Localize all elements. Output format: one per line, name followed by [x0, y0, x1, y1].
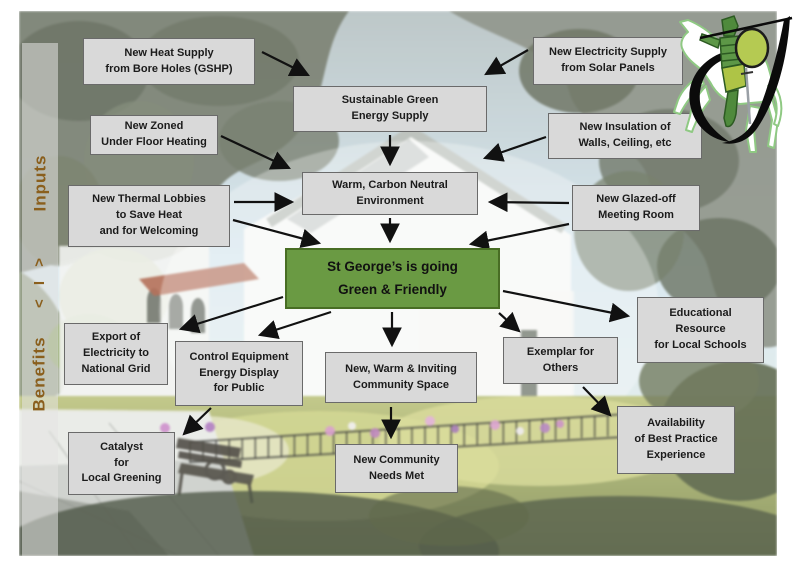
box-line: from Solar Panels — [561, 62, 655, 74]
box-export-electricity: Export of Electricity to National Grid — [64, 323, 168, 385]
box-line: Control Equipment — [189, 350, 289, 363]
box-line: for — [114, 456, 129, 469]
sidebar-axis-symbols: < I > — [22, 235, 58, 325]
box-line: St George’s is going — [327, 259, 458, 275]
box-community-needs-met: New Community Needs Met — [335, 444, 458, 493]
box-new-heat-supply: New Heat Supply from Bore Holes (GSHP) — [83, 38, 255, 85]
box-sustainable-green-energy: Sustainable Green Energy Supply — [293, 86, 487, 132]
box-line: Electricity to — [82, 347, 150, 360]
box-new-electricity-supply: New Electricity Supply from Solar Panels — [533, 37, 683, 85]
box-line: New Glazed-off — [596, 193, 676, 206]
box-new-zoned-heating: New Zoned Under Floor Heating — [90, 115, 218, 155]
box-line: Energy Display — [199, 366, 279, 379]
box-line: Walls, Ceiling, etc — [578, 137, 672, 149]
box-line: Availability — [647, 417, 705, 430]
sidebar-strip — [22, 43, 58, 556]
box-line: New Heat Supply — [124, 46, 214, 59]
axis-symbols-text: < I > — [31, 252, 49, 308]
box-central-st-georges: St George’s is going Green & Friendly — [285, 248, 500, 309]
iron-fence — [189, 411, 661, 463]
box-line: Others — [542, 361, 579, 374]
box-line: New Electricity Supply — [549, 46, 667, 59]
box-warm-carbon-neutral: Warm, Carbon Neutral Environment — [302, 172, 478, 215]
box-control-equipment-display: Control Equipment Energy Display for Pub… — [175, 341, 303, 406]
box-line: New Insulation of — [579, 121, 671, 134]
box-exemplar-for-others: Exemplar for Others — [503, 337, 618, 384]
box-line: Warm, Carbon Neutral — [332, 178, 448, 191]
box-line: Local Greening — [81, 472, 162, 485]
box-line: New Zoned — [124, 120, 184, 133]
box-line: National Grid — [81, 362, 151, 375]
box-line: from Bore Holes (GSHP) — [105, 62, 233, 75]
box-line: Environment — [356, 194, 424, 207]
sidebar-benefits-label: Benefits — [22, 329, 58, 419]
box-educational-resource: Educational Resource for Local Schools — [637, 297, 764, 363]
box-line: Energy Supply — [351, 110, 429, 122]
box-line: New Thermal Lobbies — [92, 193, 206, 206]
inputs-text: Inputs — [30, 154, 49, 212]
box-new-thermal-lobbies: New Thermal Lobbies to Save Heat and for… — [68, 185, 230, 247]
box-line: Green & Friendly — [338, 281, 447, 297]
box-best-practice-availability: Availability of Best Practice Experience — [617, 406, 735, 474]
box-line: Educational — [669, 307, 732, 320]
box-community-space: New, Warm & Inviting Community Space — [325, 352, 477, 403]
box-line: Experience — [646, 448, 706, 461]
box-line: Under Floor Heating — [101, 136, 207, 148]
box-new-insulation: New Insulation of Walls, Ceiling, etc — [548, 113, 702, 159]
box-line: Export of — [91, 331, 141, 344]
box-line: to Save Heat — [115, 209, 183, 222]
box-line: for Public — [213, 382, 265, 395]
box-line: and for Welcoming — [99, 224, 199, 237]
box-line: Catalyst — [100, 440, 143, 453]
box-line: New Community — [353, 453, 440, 466]
box-line: for Local Schools — [654, 338, 747, 351]
box-line: Exemplar for — [526, 345, 595, 358]
box-line: New, Warm & Inviting — [345, 362, 457, 375]
box-line: Needs Met — [368, 469, 425, 482]
box-line: Meeting Room — [598, 209, 674, 221]
benefits-text: Benefits — [30, 336, 50, 412]
box-new-glazed-meeting-room: New Glazed-off Meeting Room — [572, 185, 700, 231]
bench — [176, 438, 254, 504]
box-line: Community Space — [353, 378, 449, 391]
box-line: Resource — [675, 323, 726, 336]
st-george-knight-icon — [673, 15, 793, 153]
box-line: Sustainable Green — [341, 94, 439, 107]
sidebar-inputs-label: Inputs — [22, 138, 58, 228]
box-catalyst-local-greening: Catalyst for Local Greening — [68, 432, 175, 495]
box-line: of Best Practice — [634, 433, 718, 446]
